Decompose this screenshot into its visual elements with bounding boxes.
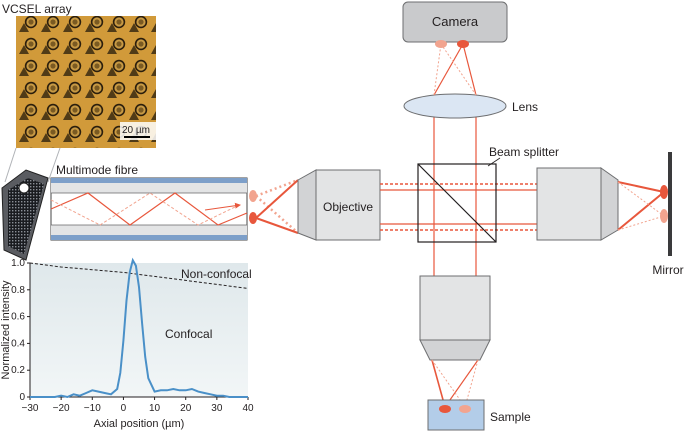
lens: Lens: [403, 93, 538, 119]
y-tick-label: 0.6: [11, 312, 25, 323]
output-spot-light: [249, 190, 257, 202]
vcsel-chip: [1, 169, 49, 261]
mirror: Mirror: [652, 152, 684, 277]
x-axis-title: Axial position (µm): [94, 418, 185, 430]
series-label-confocal: Confocal: [165, 327, 212, 341]
vcsel-array-label: VCSEL array: [2, 2, 72, 16]
horizontal-beams: [380, 183, 537, 231]
sample-beams: [431, 359, 479, 408]
scale-bar-label: 20 µm: [122, 125, 150, 136]
fibre-ray: [50, 192, 248, 226]
series-label-non-confocal: Non-confocal: [181, 267, 252, 281]
y-tick-label: 0.8: [11, 285, 25, 296]
camera-beams: [433, 43, 477, 96]
objective-bottom: [419, 275, 491, 361]
sample: Sample: [427, 399, 531, 431]
sample-label: Sample: [490, 410, 531, 424]
mirror-label: Mirror: [652, 263, 683, 277]
inset-projection-line: [4, 147, 17, 183]
axial-intensity-chart: −30 −20 −10 0 10 20 30 40 0 0.2 0.4 0.6 0.8 1.0 Confo…: [0, 257, 254, 430]
y-tick-label: 1.0: [11, 258, 25, 269]
chart-ticks: −30 −20 −10 0 10 20 30 40 0 0.2 0.4 0.6 0.8 1.0: [11, 258, 254, 414]
x-tick-label: 40: [242, 403, 254, 414]
objective-label: Objective: [323, 200, 373, 214]
camera: Camera: [402, 1, 508, 48]
fibre-objective-beams: [255, 178, 299, 234]
camera-spot-dark: [457, 40, 469, 48]
beam-splitter-label: Beam splitter: [489, 145, 559, 159]
series-line-confocal: [30, 257, 248, 399]
x-tick-label: 0: [121, 403, 127, 414]
vertical-beams: [433, 116, 477, 276]
multimode-fibre-label: Multimode fibre: [56, 163, 138, 177]
camera-spot-light: [435, 40, 447, 48]
y-tick-label: 0.4: [11, 338, 25, 349]
x-tick-label: 10: [149, 403, 161, 414]
beam-splitter: Beam splitter: [417, 145, 559, 243]
multimode-fibre: Multimode fibre: [50, 163, 248, 241]
series-line-non-confocal: [29, 262, 249, 289]
x-tick-label: 30: [211, 403, 223, 414]
output-spot-dark: [249, 212, 257, 224]
camera-label: Camera: [432, 14, 479, 29]
lens-label: Lens: [512, 100, 538, 114]
x-tick-label: −10: [84, 403, 101, 414]
scale-bar-box: [120, 122, 156, 140]
objective-left: Objective: [297, 169, 381, 241]
x-tick-label: −20: [53, 403, 70, 414]
y-tick-label: 0.2: [11, 365, 25, 376]
objective-right: [536, 167, 619, 241]
y-axis-title: Normalized intensity: [0, 280, 12, 380]
x-tick-label: 20: [180, 403, 192, 414]
y-tick-label: 0: [19, 392, 25, 403]
fibre-arrow: [204, 202, 241, 211]
fibre-ray-dashed: [50, 192, 236, 226]
mirror-beams: [617, 181, 668, 231]
x-tick-label: −30: [22, 403, 39, 414]
inset-projection-line: [47, 147, 61, 183]
vcsel-array-inset: VCSEL array 20 µm: [2, 2, 156, 148]
